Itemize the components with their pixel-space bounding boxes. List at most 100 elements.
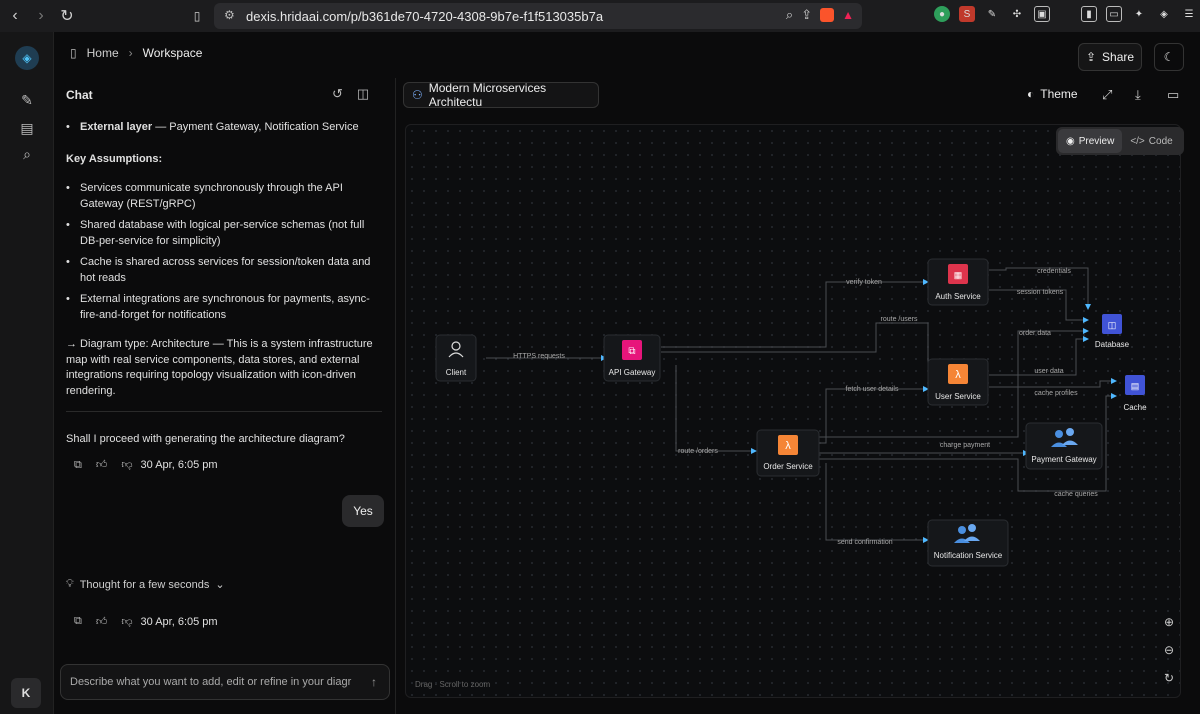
node-client[interactable]: Client [435, 334, 477, 382]
edge-label-cache-queries: cache queries [1054, 491, 1098, 498]
copy-icon[interactable]: ⧉ [74, 615, 82, 627]
expand-icon[interactable]: ⤢ [1102, 87, 1113, 102]
timestamp: 30 Apr, 6:05 pm [140, 458, 218, 471]
sidebar-toggle-icon[interactable]: ▮ [1081, 6, 1097, 22]
node-auth-service[interactable]: ▦ Auth Service [927, 258, 989, 306]
canvas-hint: Drag · Scroll to zoom [415, 680, 491, 689]
node-user-service[interactable]: λ User Service [927, 358, 989, 406]
forward-icon[interactable]: › [38, 7, 44, 24]
edge-label-send-confirmation: send confirmation [837, 539, 892, 546]
avatar[interactable]: K [11, 678, 41, 708]
zoom-out-button[interactable]: ⊖ [1158, 639, 1180, 661]
extension-red-icon[interactable]: S [959, 6, 975, 22]
reset-view-button[interactable]: ↻ [1158, 667, 1180, 689]
thumbs-up-icon[interactable]: 👍︎ [95, 458, 108, 471]
eye-icon: ◉ [1066, 135, 1075, 147]
list-item: External layer — Payment Gateway, Notifi… [66, 120, 382, 136]
diagram-type-text: → Diagram type: Architecture — This is a… [66, 338, 373, 397]
lambda-icon: λ [955, 369, 961, 381]
diagram-icon: ⚇ [412, 88, 423, 102]
sparkle-icon[interactable]: ✦ [1134, 8, 1144, 20]
share-button[interactable]: ⇪ Share [1078, 43, 1142, 71]
node-cache[interactable]: ▤ Cache [1123, 375, 1147, 412]
save-icon[interactable]: ▭ [1167, 87, 1180, 102]
thought-toggle[interactable]: 💡︎ Thought for a few seconds ⌄ [66, 578, 225, 591]
zoom-out-icon: ⊖ [1163, 643, 1175, 657]
code-label: Code [1148, 135, 1173, 147]
auth-icon: ▦ [954, 270, 963, 280]
theme-mode-button[interactable]: ☾ [1154, 43, 1184, 71]
brave-rewards-icon[interactable]: ▲ [842, 8, 854, 22]
breadcrumb-home[interactable]: Home [86, 46, 119, 60]
zoom-in-button[interactable]: ⊕ [1158, 611, 1180, 633]
panel-toggle-icon[interactable]: ▯ [70, 46, 77, 60]
brave-shield-icon[interactable] [820, 8, 835, 22]
node-api-gateway[interactable]: ⧉ API Gateway [603, 334, 661, 382]
node-database[interactable]: ◫ Database [1095, 312, 1130, 349]
lightbulb-icon: 💡︎ [66, 578, 74, 590]
download-icon[interactable]: ⤓ [1135, 87, 1141, 102]
edge-label-order-data: order data [1019, 330, 1051, 337]
breadcrumb-workspace[interactable]: Workspace [142, 46, 203, 60]
chevron-right-icon: › [128, 46, 133, 60]
edge-cache-profiles [989, 378, 1117, 388]
preview-tab[interactable]: ◉Preview [1058, 129, 1123, 153]
node-notification-service[interactable]: Notification Service [927, 519, 1009, 567]
lambda-icon: λ [785, 440, 791, 452]
thumbs-down-icon[interactable]: 👎︎ [121, 616, 133, 628]
node-label-auth: Auth Service [935, 292, 981, 301]
new-note-icon[interactable]: ✎ [21, 91, 33, 108]
edge-fetch-user [818, 386, 929, 444]
node-label-payment: Payment Gateway [1031, 455, 1096, 464]
reload-icon[interactable]: ↻ [60, 8, 74, 25]
moon-icon: ☾ [1163, 50, 1175, 64]
composer-input[interactable]: Describe what you want to add, edit or r… [60, 664, 390, 700]
list-item: Services communicate synchronously throu… [66, 181, 382, 212]
pen-icon[interactable]: ✎ [987, 8, 997, 20]
node-label-client: Client [446, 368, 467, 377]
wallet-icon[interactable]: ▭ [1106, 6, 1122, 22]
screenshot-icon[interactable]: ▣ [1034, 6, 1050, 22]
diagram-board[interactable]: ◉Preview </>Code [405, 124, 1184, 698]
list-item: Shared database with logical per-service… [66, 218, 382, 249]
back-icon[interactable]: ‹ [12, 7, 18, 24]
diagram-title-field[interactable]: ⚇ Modern Microservices Architectu [403, 81, 599, 109]
database-icon: ◫ [1108, 320, 1117, 330]
node-order-service[interactable]: λ Order Service [756, 429, 820, 477]
diagram-canvas-panel: ⚇ Modern Microservices Architectu ◐ Them… [397, 78, 1197, 714]
menu-icon[interactable]: ☰ [1184, 8, 1194, 20]
edge-route-users [661, 322, 929, 370]
share-page-icon[interactable]: ⇪ [801, 7, 813, 22]
node-label-notification: Notification Service [934, 551, 1003, 560]
site-settings-icon[interactable]: ⚙ [224, 8, 235, 22]
chat-messages: External layer — Payment Gateway, Notifi… [66, 120, 382, 473]
edge-verify-token [661, 279, 929, 348]
collapse-panel-icon[interactable]: ◫ [356, 86, 370, 101]
edges [486, 267, 1117, 543]
bookmark-icon[interactable]: ▯ [193, 9, 201, 23]
zoom-icon[interactable]: ⌕ [785, 7, 794, 22]
archive-icon[interactable]: ▤ [20, 119, 34, 136]
edge-user-data [989, 336, 1089, 376]
url-bar[interactable]: ⚙ dexis.hridaai.com/p/b361de70-4720-4308… [214, 3, 862, 29]
search-icon[interactable]: ⌕ [23, 145, 31, 162]
timestamp: 30 Apr, 6:05 pm [140, 615, 218, 628]
thumbs-down-icon[interactable]: 👎︎ [121, 458, 133, 471]
external-layer-bold: External layer [80, 121, 153, 133]
copy-icon[interactable]: ⧉ [74, 458, 82, 471]
edge-label-route-users: route /users [881, 316, 918, 323]
puzzle-icon[interactable]: ✣ [1012, 8, 1022, 20]
vpn-icon[interactable]: ◈ [1160, 8, 1168, 20]
thumbs-up-icon[interactable]: 👍︎ [95, 616, 108, 628]
question-text: Shall I proceed with generating the arch… [66, 433, 345, 445]
send-arrow-icon[interactable]: ↑ [371, 675, 377, 689]
history-icon[interactable]: ↺ [332, 86, 343, 101]
composer-placeholder: Describe what you want to add, edit or r… [70, 676, 352, 688]
edge-label-verify-token: verify token [846, 279, 882, 286]
app-logo-icon[interactable]: ◈ [15, 46, 39, 70]
node-payment-gateway[interactable]: Payment Gateway [1025, 422, 1103, 470]
theme-button[interactable]: ◐ Theme [1027, 87, 1078, 101]
url-text: dexis.hridaai.com/p/b361de70-4720-4308-9… [246, 8, 604, 24]
code-tab[interactable]: </>Code [1122, 129, 1180, 153]
extension-green-icon[interactable]: ● [934, 6, 950, 22]
